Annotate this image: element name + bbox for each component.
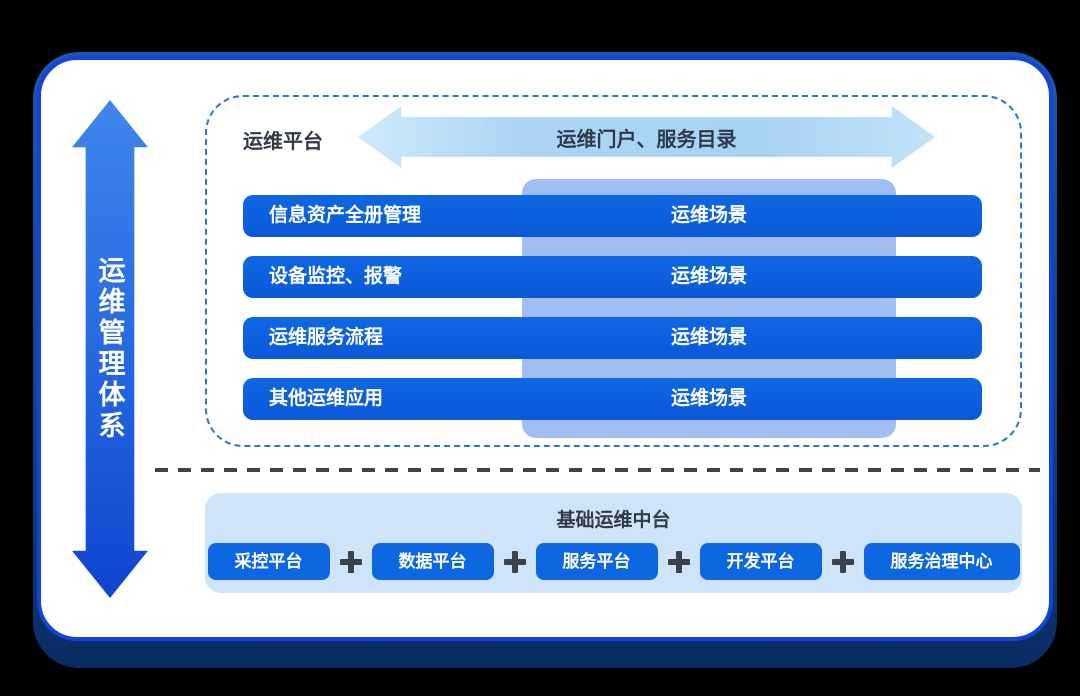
platform-chip: 服务平台: [535, 543, 658, 580]
scene-label: 运维场景: [670, 388, 748, 409]
capability-bar: 设备监控、报警 运维场景: [243, 256, 982, 298]
plus-icon: [831, 550, 854, 573]
platform-chip: 采控平台: [207, 543, 330, 580]
capability-bar-label: 信息资产全册管理: [269, 205, 422, 226]
foundation-platform-row: 采控平台 数据平台 服务平台 开发平台 服务治理中心: [205, 543, 1022, 580]
platform-chip: 开发平台: [699, 543, 822, 580]
platform-chip: 数据平台: [371, 543, 494, 580]
capability-bar-label: 其他运维应用: [269, 388, 384, 409]
plus-icon: [339, 550, 362, 573]
portal-arrow-label: 运维门户、服务目录: [556, 128, 737, 151]
capability-bar: 其他运维应用 运维场景: [243, 378, 982, 420]
dashed-separator: [155, 468, 1040, 472]
capability-bar: 运维服务流程 运维场景: [243, 317, 982, 359]
foundation-title: 基础运维中台: [556, 510, 671, 531]
capability-bar-label: 运维服务流程: [269, 327, 384, 348]
capability-bar-label: 设备监控、报警: [269, 266, 403, 287]
scene-label: 运维场景: [670, 205, 748, 226]
scene-label: 运维场景: [670, 266, 748, 287]
plus-icon: [667, 550, 690, 573]
scene-label: 运维场景: [670, 327, 748, 348]
plus-icon: [503, 550, 526, 573]
ops-platform-label: 运维平台: [243, 131, 323, 153]
vertical-axis-label: 运维管理体系: [94, 256, 125, 442]
ops-platform-container: [205, 95, 1022, 447]
platform-chip: 服务治理中心: [863, 543, 1020, 580]
capability-bar: 信息资产全册管理 运维场景: [243, 195, 982, 237]
foundation-panel: 基础运维中台 采控平台 数据平台 服务平台 开发平台 服务治理中心: [205, 493, 1022, 593]
